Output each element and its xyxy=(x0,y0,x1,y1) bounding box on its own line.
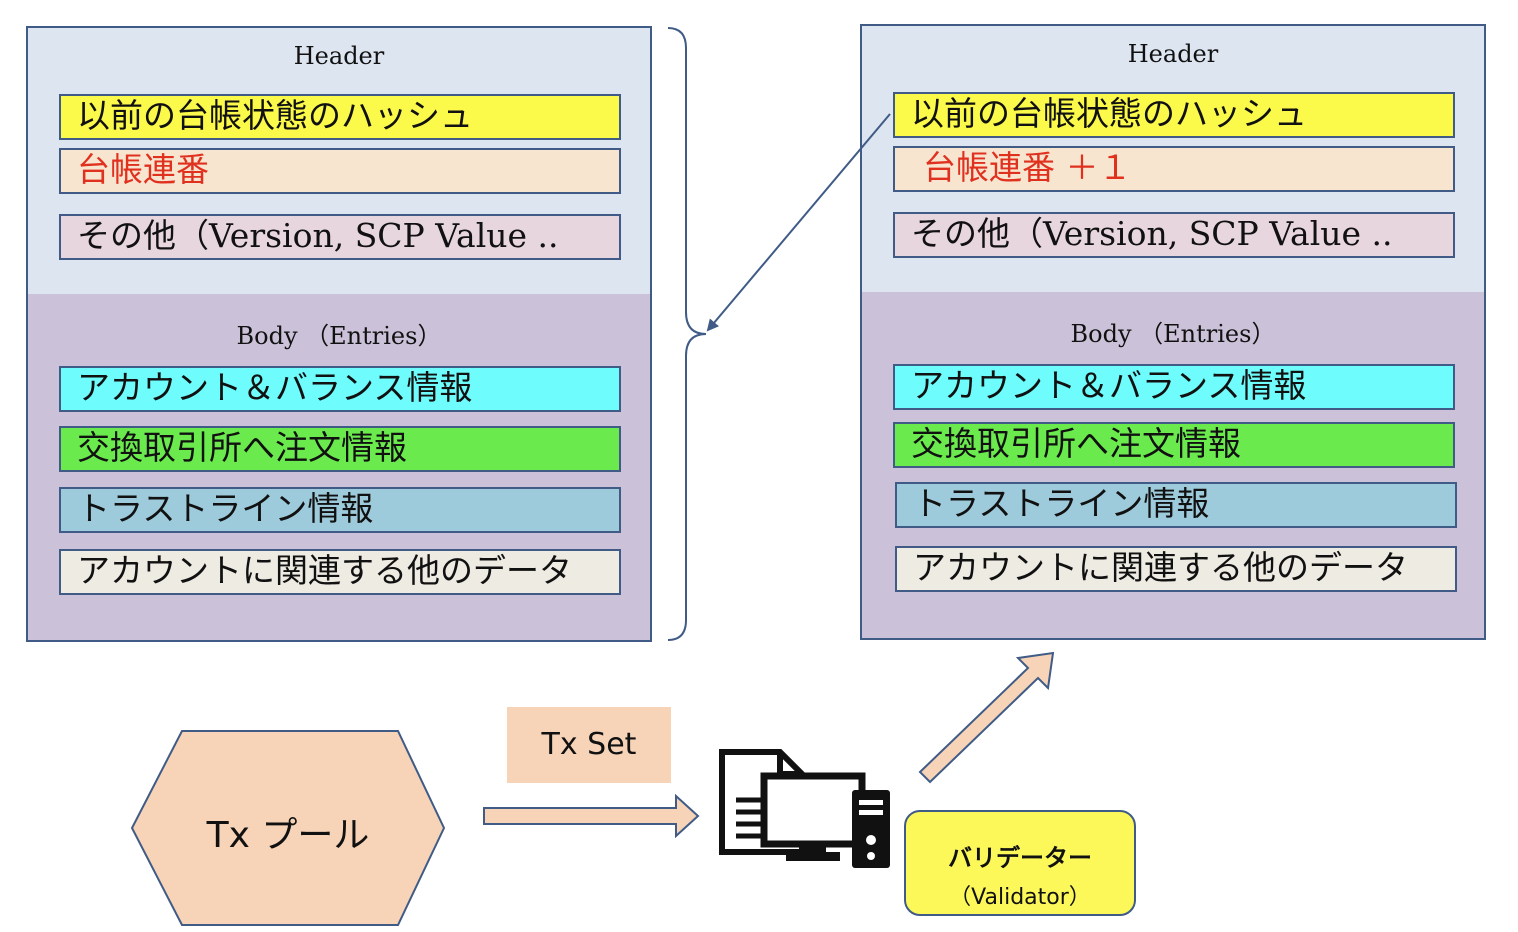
prev-hash-field: 以前の台帳状態のハッシュ xyxy=(893,92,1455,138)
trustlines-entry: トラストライン情報 xyxy=(895,482,1457,528)
validator-box: バリデーター （Validator） xyxy=(904,810,1136,916)
tx-pool-hexagon xyxy=(130,730,446,926)
validator-label-en: （Validator） xyxy=(949,885,1091,910)
tx-set-box: Tx Set xyxy=(507,707,671,783)
account-balance-entry: アカウント＆バランス情報 xyxy=(59,366,621,412)
ledger-header: Header 以前の台帳状態のハッシュ 台帳連番 ＋１ その他（Version,… xyxy=(860,24,1486,294)
ledger-seq-field: 台帳連番 ＋１ xyxy=(893,146,1455,192)
other-header-field: その他（Version, SCP Value .. xyxy=(893,212,1455,258)
offers-entry: 交換取引所へ注文情報 xyxy=(59,426,621,472)
body-title: Body （Entries） xyxy=(1070,320,1276,348)
computer-icon xyxy=(719,749,890,868)
ledger-previous: Header 以前の台帳状態のハッシュ 台帳連番 その他（Version, SC… xyxy=(26,26,652,642)
tx-pool-label: Tx プール xyxy=(206,815,370,856)
ledger-body: Body （Entries） アカウント＆バランス情報 交換取引所へ注文情報 ト… xyxy=(26,294,652,642)
ledger-seq-field: 台帳連番 xyxy=(59,148,621,194)
prev-hash-field: 以前の台帳状態のハッシュ xyxy=(59,94,621,140)
pool-to-validator-arrow xyxy=(483,793,700,839)
other-data-entry: アカウントに関連する他のデータ xyxy=(59,549,621,595)
header-title: Header xyxy=(1127,40,1219,68)
ledger-header: Header 以前の台帳状態のハッシュ 台帳連番 その他（Version, SC… xyxy=(26,26,652,296)
ledger-next: Header 以前の台帳状態のハッシュ 台帳連番 ＋１ その他（Version,… xyxy=(860,24,1486,640)
offers-entry: 交換取引所へ注文情報 xyxy=(893,422,1455,468)
trustlines-entry: トラストライン情報 xyxy=(59,487,621,533)
validator-to-ledger-arrow xyxy=(918,651,1055,784)
validator-label: バリデーター xyxy=(948,844,1092,872)
body-title: Body （Entries） xyxy=(236,322,442,350)
ledger-body: Body （Entries） アカウント＆バランス情報 交換取引所へ注文情報 ト… xyxy=(860,292,1486,640)
hash-pointer-arrow xyxy=(706,113,891,332)
other-header-field: その他（Version, SCP Value .. xyxy=(59,214,621,260)
other-data-entry: アカウントに関連する他のデータ xyxy=(895,546,1457,592)
ledger-brace xyxy=(667,27,707,641)
header-title: Header xyxy=(293,42,385,70)
account-balance-entry: アカウント＆バランス情報 xyxy=(893,364,1455,410)
